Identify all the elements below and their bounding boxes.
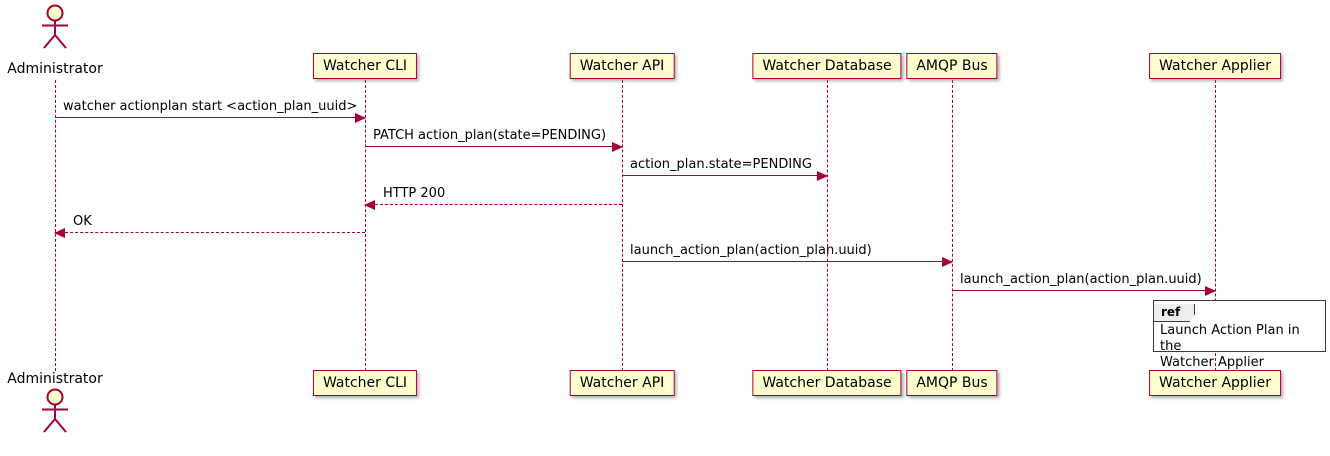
message-line [365, 204, 622, 205]
actor-label-bottom: Administrator [7, 371, 103, 387]
actor-label: Administrator [7, 61, 103, 77]
arrowhead-icon [1205, 286, 1216, 296]
arrowhead-icon [942, 257, 953, 267]
participant-watcher-cli-bottom: Watcher CLI [312, 370, 418, 396]
ref-tag: ref [1154, 304, 1196, 322]
message-label: PATCH action_plan(state=PENDING) [373, 128, 607, 143]
message-line [365, 146, 622, 147]
lifeline-watcher-database [827, 80, 828, 371]
message-label: launch_action_plan(action_plan.uuid) [960, 272, 1202, 287]
arrowhead-icon [612, 142, 623, 152]
participant-watcher-cli-top: Watcher CLI [312, 53, 418, 79]
message-5: OK [54, 212, 365, 238]
message-4: HTTP 200 [364, 184, 622, 210]
arrowhead-icon [364, 200, 375, 210]
message-line [55, 117, 365, 118]
message-label: OK [73, 214, 92, 229]
participant-amqp-bus-bottom: AMQP Bus [906, 370, 998, 396]
lifeline-amqp-bus [952, 80, 953, 371]
message-line [622, 261, 952, 262]
lifeline-watcher-api [622, 80, 623, 371]
message-label: launch_action_plan(action_plan.uuid) [630, 243, 872, 258]
message-line [952, 290, 1215, 291]
participant-watcher-database-bottom: Watcher Database [752, 370, 902, 396]
lifeline-watcher-applier [1215, 80, 1216, 371]
message-1: watcher actionplan start <action_plan_uu… [55, 97, 366, 123]
message-label: action_plan.state=PENDING [630, 157, 812, 172]
arrowhead-icon [817, 171, 828, 181]
participant-watcher-applier-bottom: Watcher Applier [1149, 370, 1281, 396]
message-7: launch_action_plan(action_plan.uuid) [952, 270, 1216, 296]
lifeline-watcher-cli [365, 80, 366, 371]
participant-watcher-api-top: Watcher API [569, 53, 675, 79]
participant-watcher-database-top: Watcher Database [752, 53, 902, 79]
message-label: HTTP 200 [383, 186, 446, 201]
actor-icon-bottom [35, 388, 75, 440]
ref-fragment: ref Launch Action Plan in the Watcher Ap… [1153, 300, 1326, 370]
message-2: PATCH action_plan(state=PENDING) [365, 126, 623, 152]
lifeline-administrator [55, 80, 56, 371]
ref-text: Launch Action Plan in the Watcher Applie… [1160, 323, 1300, 370]
arrowhead-icon [355, 113, 366, 123]
message-3: action_plan.state=PENDING [622, 155, 828, 181]
message-line [55, 232, 365, 233]
message-6: launch_action_plan(action_plan.uuid) [622, 241, 953, 267]
participant-amqp-bus-top: AMQP Bus [906, 53, 998, 79]
participant-watcher-api-bottom: Watcher API [569, 370, 675, 396]
message-line [622, 175, 827, 176]
message-label: watcher actionplan start <action_plan_uu… [63, 99, 358, 114]
participant-watcher-applier-top: Watcher Applier [1149, 53, 1281, 79]
arrowhead-icon [54, 228, 65, 238]
actor-icon [35, 4, 75, 56]
